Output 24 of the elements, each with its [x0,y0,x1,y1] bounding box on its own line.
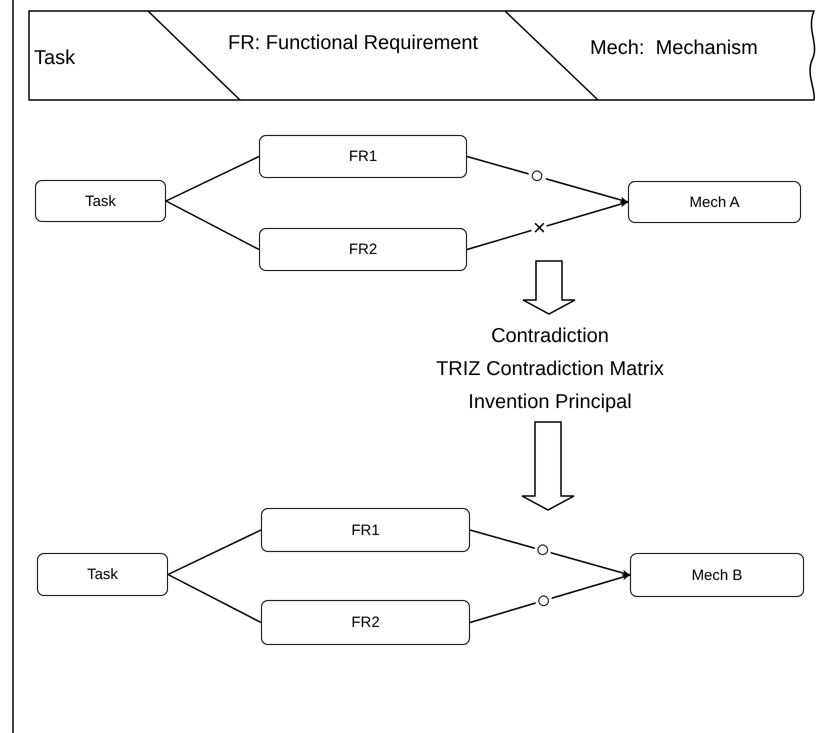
process-box: FR2 [259,228,467,271]
block-arrow [521,421,575,511]
process-box: Mech B [630,553,804,597]
connector-line [166,200,260,250]
process-box: Task [35,180,166,222]
process-box: FR2 [261,600,470,645]
process-box: FR1 [259,135,467,178]
arrow [470,529,630,576]
header-text: Mech: Mechanism [590,38,758,58]
header-text: FR: Functional Requirement [228,33,478,53]
arrow [466,201,628,250]
note-text: Contradiction [490,324,610,349]
connector-line [166,156,260,202]
process-box: Mech A [628,181,801,223]
process-box: FR1 [261,508,470,552]
process-box: Task [37,553,168,596]
note-text: Invention Principal [467,390,633,415]
block-arrow [522,260,576,315]
connector-line [168,574,262,624]
note-text: TRIZ Contradiction Matrix [435,357,665,382]
connector-line [168,529,262,576]
header-text: Task [34,48,76,68]
arrow [470,574,630,624]
arrow [466,156,628,203]
